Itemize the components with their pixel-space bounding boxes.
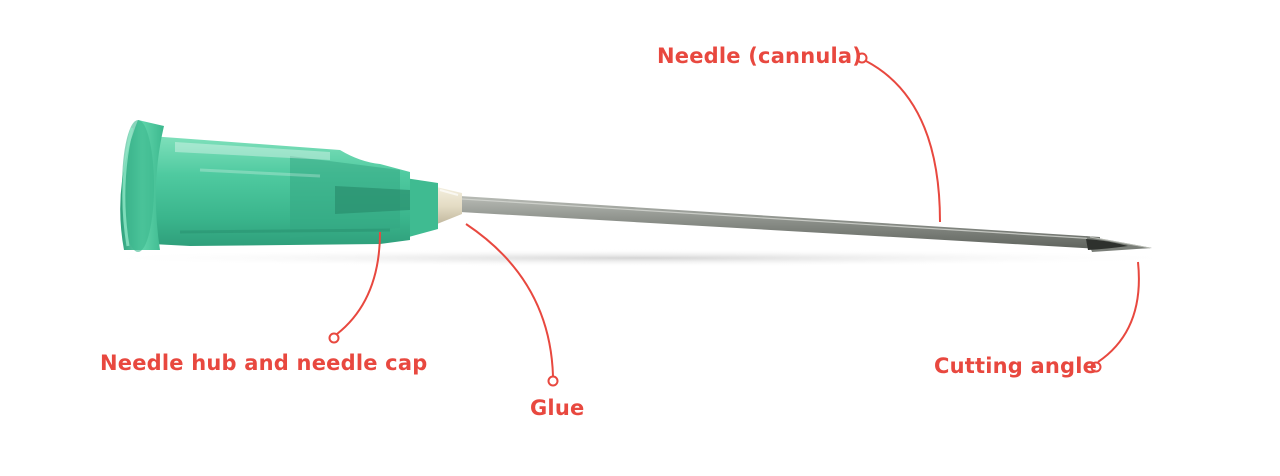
leader-hub-dot bbox=[330, 334, 339, 343]
leader-glue-dot bbox=[549, 377, 558, 386]
label-cutting-angle: Cutting angle bbox=[934, 356, 1097, 377]
leader-hub bbox=[337, 232, 380, 334]
leader-cutting bbox=[1098, 262, 1139, 362]
floor-shadow bbox=[80, 249, 1200, 267]
label-glue: Glue bbox=[530, 398, 584, 419]
leader-cannula bbox=[866, 61, 940, 222]
needle-shaft bbox=[460, 196, 1100, 249]
leader-glue bbox=[466, 224, 553, 376]
label-needle-cannula: Needle (cannula) bbox=[657, 46, 862, 67]
needle-hub bbox=[120, 120, 438, 252]
label-needle-hub: Needle hub and needle cap bbox=[100, 353, 427, 374]
needle-bevel-tip bbox=[1086, 236, 1152, 252]
